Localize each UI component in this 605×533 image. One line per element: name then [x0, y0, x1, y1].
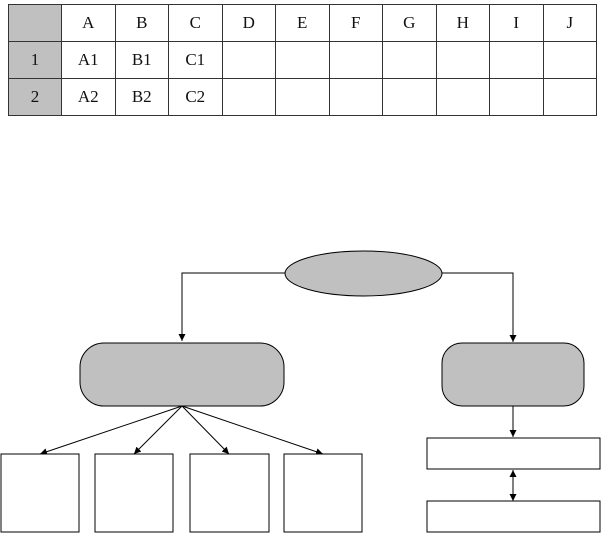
spreadsheet-grid: A B C D E F G H I J 1 A1 B1 C1 2 A2 [8, 4, 597, 116]
row-header[interactable]: 1 [8, 41, 62, 79]
grid-cell[interactable]: B2 [114, 78, 169, 116]
corner-cell [8, 4, 62, 42]
header-row: A B C D E F G H I J [8, 4, 597, 42]
column-header[interactable]: F [328, 4, 383, 42]
column-header[interactable]: I [489, 4, 544, 42]
grid-cell[interactable] [435, 41, 490, 79]
child-box-4 [283, 453, 363, 533]
column-header[interactable]: B [114, 4, 169, 42]
grid-cell[interactable] [435, 78, 490, 116]
column-header[interactable]: J [542, 4, 597, 42]
connector-root-right [442, 272, 517, 342]
child-box-1 [0, 453, 80, 533]
grid-cell[interactable]: A2 [61, 78, 116, 116]
right-box-top [426, 437, 601, 470]
connector-left-child-3 [181, 405, 230, 455]
column-header[interactable]: H [435, 4, 490, 42]
connector-left-child-2 [133, 405, 183, 455]
left-rounded-node [79, 342, 285, 407]
connector-left-child-4 [181, 405, 324, 456]
right-box-bottom [426, 500, 601, 533]
column-header[interactable]: E [275, 4, 330, 42]
column-header[interactable]: C [168, 4, 223, 42]
grid-cell[interactable] [542, 41, 597, 79]
root-ellipse-node [284, 250, 443, 297]
grid-cell[interactable] [328, 78, 383, 116]
grid-cell[interactable] [489, 78, 544, 116]
grid-cell[interactable] [221, 41, 276, 79]
connector-left-child-1 [39, 405, 183, 456]
grid-cell[interactable] [275, 78, 330, 116]
connector-root-left [178, 272, 285, 341]
grid-cell[interactable]: B1 [114, 41, 169, 79]
grid-cell[interactable]: A1 [61, 41, 116, 79]
column-header[interactable]: D [221, 4, 276, 42]
grid-cell[interactable] [542, 78, 597, 116]
table-row: 1 A1 B1 C1 [8, 41, 597, 79]
grid-cell[interactable]: C1 [168, 41, 223, 79]
right-rounded-node [441, 342, 585, 407]
grid-cell[interactable] [382, 78, 437, 116]
grid-cell[interactable]: C2 [168, 78, 223, 116]
column-header[interactable]: G [382, 4, 437, 42]
child-box-3 [189, 453, 270, 533]
grid-cell[interactable] [382, 41, 437, 79]
table-row: 2 A2 B2 C2 [8, 78, 597, 116]
row-header[interactable]: 2 [8, 78, 62, 116]
child-box-2 [94, 453, 174, 533]
grid-cell[interactable] [275, 41, 330, 79]
